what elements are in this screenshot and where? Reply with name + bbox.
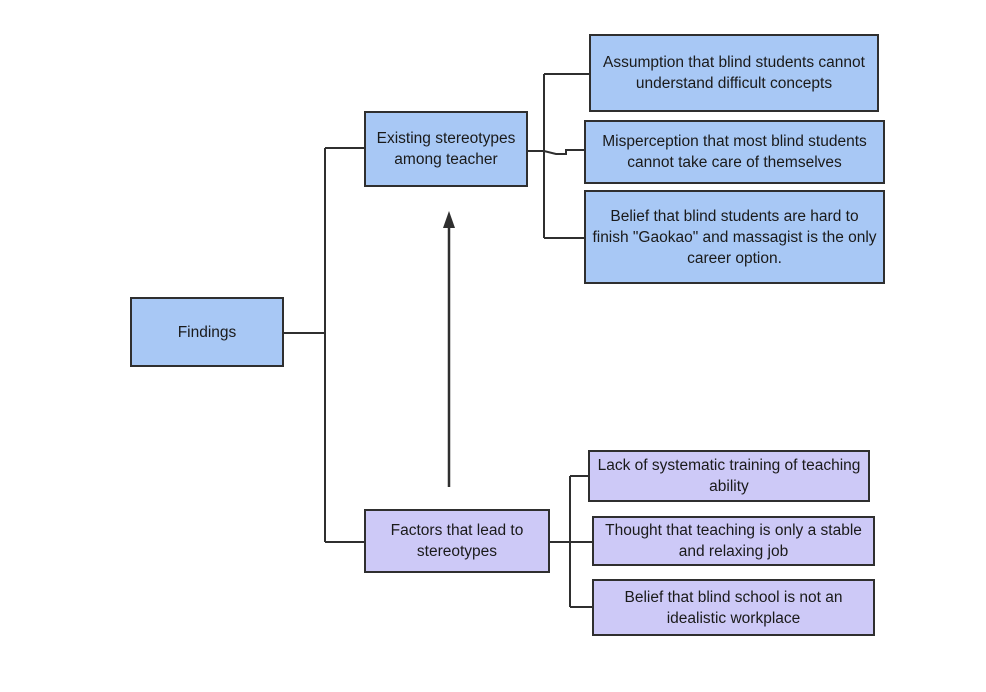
node-stereotype-3: Belief that blind students are hard to f… xyxy=(584,190,885,284)
node-factor-2-label: Thought that teaching is only a stable a… xyxy=(605,522,862,560)
node-factor-3: Belief that blind school is not an ideal… xyxy=(592,579,875,636)
node-factor-1-label: Lack of systematic training of teaching … xyxy=(597,457,861,495)
node-stereotype-1-label: Assumption that blind students cannot un… xyxy=(603,54,865,92)
node-stereotype-1: Assumption that blind students cannot un… xyxy=(589,34,879,112)
node-factors: Factors that lead to stereotypes xyxy=(364,509,550,573)
node-findings: Findings xyxy=(130,297,284,367)
node-factor-2: Thought that teaching is only a stable a… xyxy=(592,516,875,566)
node-factor-1: Lack of systematic training of teaching … xyxy=(588,450,870,502)
connector-stereo-trunk xyxy=(500,149,585,155)
node-existing-stereotypes: Existing stereotypes among teacher xyxy=(364,111,528,187)
arrow-head-icon xyxy=(443,211,455,228)
node-factors-label: Factors that lead to stereotypes xyxy=(390,522,524,560)
node-existing-stereotypes-label: Existing stereotypes among teacher xyxy=(376,130,516,168)
node-stereotype-2: Misperception that most blind students c… xyxy=(584,120,885,184)
node-stereotype-2-label: Misperception that most blind students c… xyxy=(602,133,867,171)
node-factor-3-label: Belief that blind school is not an ideal… xyxy=(624,588,843,627)
node-findings-label: Findings xyxy=(177,323,237,341)
node-stereotype-3-label: Belief that blind students are hard to f… xyxy=(592,207,877,267)
